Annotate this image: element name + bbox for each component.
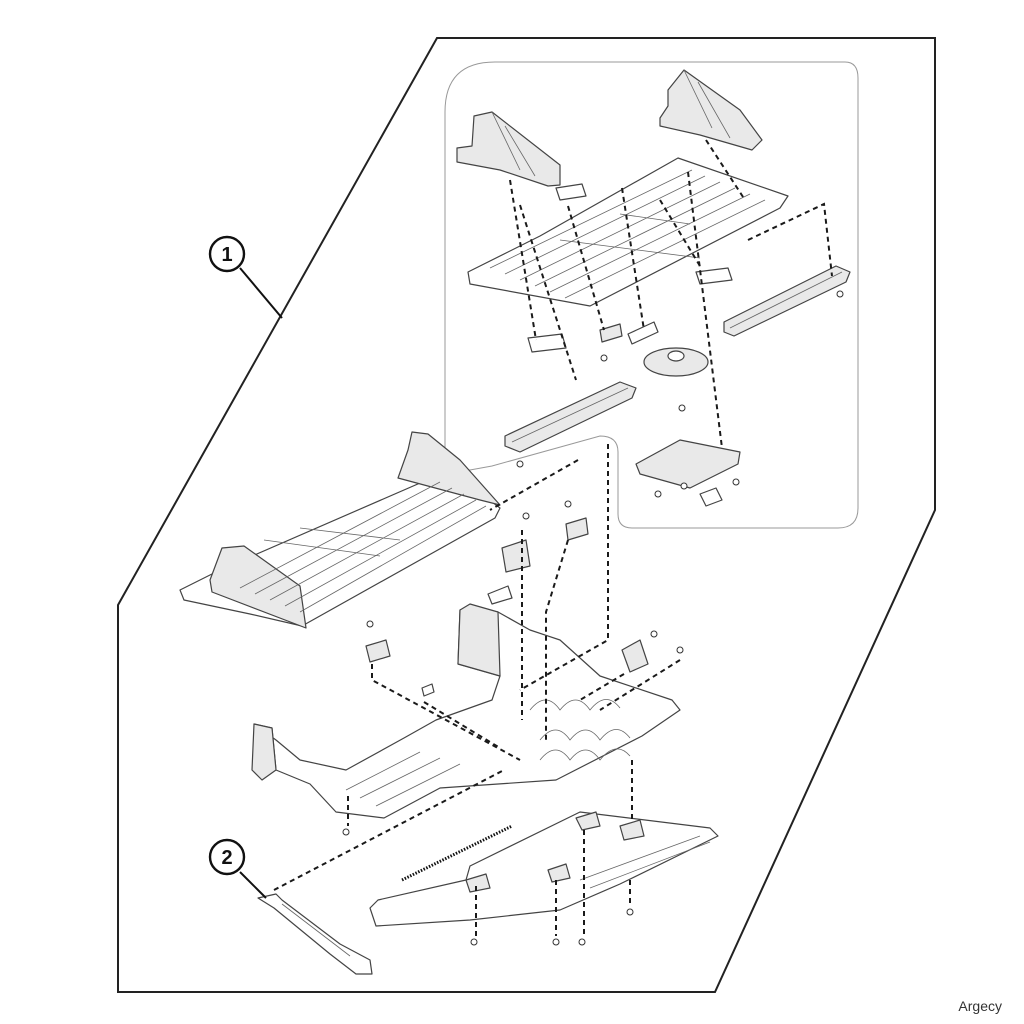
inset-pad-c <box>527 333 567 353</box>
callout-1-label: 1 <box>221 244 232 266</box>
latch-left <box>365 639 391 663</box>
inset-right-paper-guide <box>659 69 763 151</box>
hinge-clip-c <box>565 517 589 541</box>
watermark-text: Argecy <box>958 998 1002 1014</box>
callout-2-leader <box>239 871 267 899</box>
inset-right-rail <box>723 265 851 337</box>
output-tray-assembly <box>179 431 501 629</box>
callout-1-leader <box>239 267 283 319</box>
detail-inset-panel <box>444 61 859 529</box>
inset-clip-b <box>627 321 659 345</box>
hinge-clip-b <box>487 585 513 605</box>
inset-output-tray <box>467 157 789 307</box>
callout-2: 2 <box>208 838 246 876</box>
bracket-right <box>621 639 649 673</box>
inset-gear-disc <box>643 347 709 377</box>
release-lever <box>257 893 373 975</box>
latch-small <box>421 683 435 697</box>
inset-left-paper-guide <box>456 111 561 187</box>
inset-left-rail <box>504 381 637 453</box>
inset-bracket-plate <box>635 439 741 507</box>
bottom-cover <box>369 811 719 927</box>
screws <box>342 290 844 946</box>
callout-2-label: 2 <box>221 847 232 869</box>
callout-1: 1 <box>208 235 246 273</box>
assembly-frame <box>117 37 936 993</box>
hinge-clip-a <box>501 539 531 573</box>
inset-clip-a <box>599 323 623 343</box>
inset-pad-a <box>555 183 587 201</box>
assembly-dashed-lines <box>273 139 833 936</box>
base-chassis <box>251 603 681 819</box>
inset-pad-b <box>695 267 733 285</box>
spring-strip <box>401 824 513 882</box>
